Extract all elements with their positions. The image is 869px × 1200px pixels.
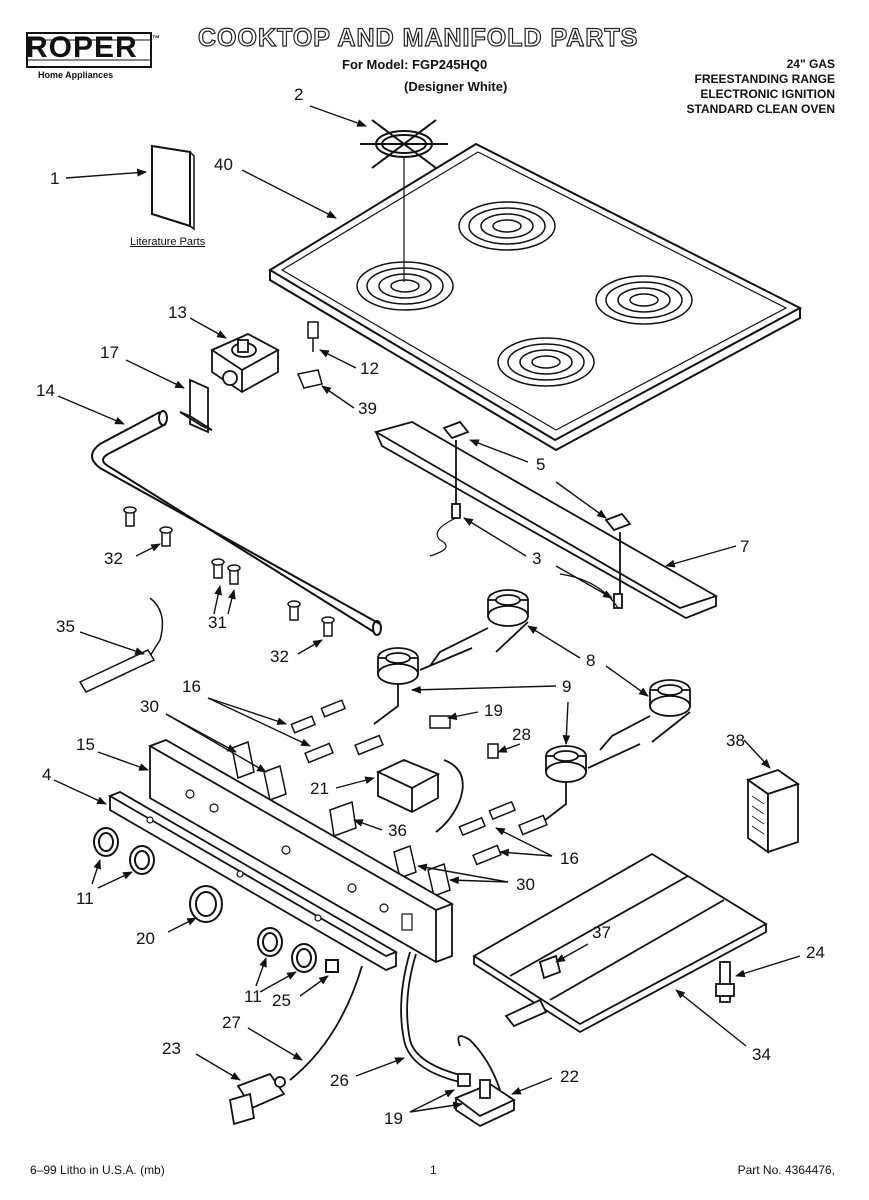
literature-parts-label: Literature Parts: [130, 236, 206, 248]
spec-line: FREESTANDING RANGE: [694, 72, 835, 86]
manifold-screws: [123, 506, 335, 637]
oven-regulator: [454, 1073, 516, 1128]
pressure-regulator: [210, 332, 280, 394]
leader-arrows: [53, 105, 801, 1113]
broil-burner-assembly: [472, 852, 768, 1034]
burner-valves: [290, 699, 548, 866]
control-panel: [107, 739, 455, 971]
callout-1: 1: [50, 169, 60, 188]
callout-25: 25: [272, 991, 291, 1010]
spec-line: STANDARD CLEAN OVEN: [686, 102, 835, 116]
callout-21: 21: [310, 779, 329, 798]
callout-38: 38: [726, 731, 745, 750]
orifice-fitting: [296, 321, 323, 389]
callout-20: 20: [136, 929, 155, 948]
mounting-bracket: [179, 378, 213, 434]
callout-27: 27: [222, 1013, 241, 1032]
brand-subtitle: Home Appliances: [38, 70, 114, 80]
installation-kit: [746, 769, 800, 854]
spec-line: 24" GAS: [786, 57, 835, 71]
callout-22: 22: [560, 1067, 579, 1086]
callout-31: 31: [208, 613, 227, 632]
callout-19: 19: [384, 1109, 403, 1128]
callout-9: 9: [562, 677, 572, 696]
model-number: For Model: FGP245HQ0: [342, 57, 488, 72]
callout-4: 4: [42, 765, 52, 784]
callout-28: 28: [512, 725, 531, 744]
burner-right-rear: [429, 589, 529, 667]
burner-grate: [360, 119, 448, 282]
callout-34: 34: [752, 1045, 771, 1064]
callout-36: 36: [388, 821, 407, 840]
spec-line: ELECTRONIC IGNITION: [700, 87, 835, 101]
literature-booklet: [151, 144, 195, 231]
callout-2: 2: [294, 85, 304, 104]
callout-11: 11: [76, 889, 94, 908]
callout-14: 14: [36, 381, 55, 400]
spark-module: [375, 759, 464, 833]
callout-19: 19: [484, 701, 503, 720]
callout-5: 5: [536, 455, 546, 474]
control-knobs: [93, 827, 339, 973]
oven-gas-valve: [228, 1072, 286, 1126]
roper-logo: [26, 32, 152, 68]
callout-16: 16: [182, 677, 201, 696]
brand-trademark: ™: [152, 34, 160, 43]
callout-24: 24: [806, 943, 825, 962]
model-color: (Designer White): [404, 79, 508, 94]
callout-37: 37: [592, 923, 611, 942]
callout-13: 13: [168, 303, 187, 322]
burner-right-front: [599, 679, 691, 751]
callout-7: 7: [740, 537, 750, 556]
burner-left-front: [539, 743, 641, 825]
footer-page-number: 1: [430, 1163, 437, 1177]
cooktop: [268, 142, 803, 452]
gas-lines: [289, 951, 501, 1091]
brand-logo-text: ROPER: [26, 31, 138, 64]
callout-32: 32: [270, 647, 289, 666]
ignitor-wires: [429, 517, 619, 609]
callout-30: 30: [140, 697, 159, 716]
footer-print-info: 6–99 Litho in U.S.A. (mb): [30, 1163, 165, 1177]
callout-12: 12: [360, 359, 379, 378]
burner-support-bracket: [373, 420, 719, 619]
callout-8: 8: [586, 651, 596, 670]
valve-plates: [231, 740, 451, 898]
footer-part-number: Part No. 4364476,: [737, 1163, 835, 1177]
switch-plate: [329, 800, 357, 838]
callout-11: 11: [244, 987, 262, 1006]
callout-39: 39: [358, 399, 377, 418]
callout-30: 30: [516, 875, 535, 894]
callout-26: 26: [330, 1071, 349, 1090]
page-title: COOKTOP AND MANIFOLD PARTS: [197, 23, 639, 52]
spark-electrode: [78, 597, 164, 693]
callout-15: 15: [76, 735, 95, 754]
callout-23: 23: [162, 1039, 181, 1058]
callout-40: 40: [214, 155, 233, 174]
callout-17: 17: [100, 343, 119, 362]
burner-left-rear: [373, 647, 473, 725]
manifold-pipe: [91, 410, 382, 636]
callout-35: 35: [56, 617, 75, 636]
callout-16: 16: [560, 849, 579, 868]
callout-32: 32: [104, 549, 123, 568]
callout-3: 3: [532, 549, 542, 568]
fittings: [429, 715, 499, 759]
